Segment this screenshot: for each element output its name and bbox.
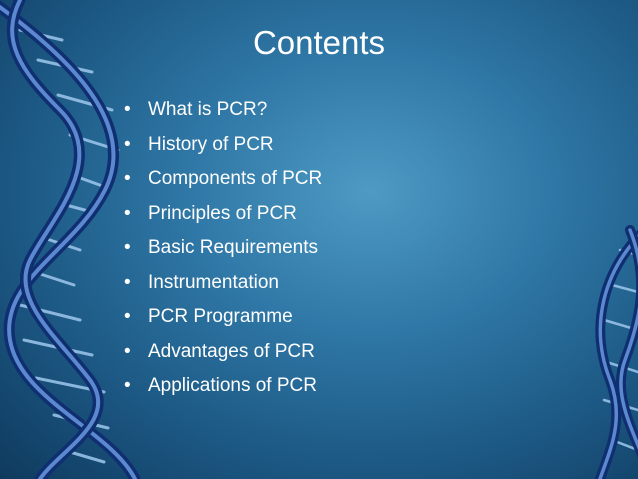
list-item: • Instrumentation	[122, 266, 322, 301]
list-item: • Principles of PCR	[122, 197, 322, 232]
list-item: • History of PCR	[122, 128, 322, 163]
list-item: • Basic Requirements	[122, 231, 322, 266]
slide-title: Contents	[252, 24, 386, 61]
list-item: • What is PCR?	[122, 93, 322, 128]
bullet-icon: •	[124, 133, 131, 155]
list-item: • Applications of PCR	[122, 369, 322, 404]
list-item-label: Applications of PCR	[148, 375, 317, 396]
bullet-icon: •	[124, 375, 131, 396]
bullet-icon: •	[124, 340, 131, 362]
list-item-label: Instrumentation	[148, 271, 279, 293]
list-item-label: Advantages of PCR	[148, 340, 315, 362]
list-item-label: Basic Requirements	[148, 237, 319, 258]
list-item-label: What is PCR?	[148, 99, 268, 120]
bullet-icon: •	[124, 168, 131, 189]
contents-list: • What is PCR? • History of PCR • Component…	[122, 93, 322, 404]
list-item-label: Components of PCR	[148, 168, 323, 189]
list-item-label: Principles of PCR	[148, 202, 297, 224]
list-item-label: PCR Programme	[148, 306, 293, 327]
list-item-label: History of PCR	[148, 133, 274, 155]
bullet-icon: •	[124, 271, 131, 293]
bullet-icon: •	[124, 99, 131, 120]
bullet-icon: •	[124, 202, 131, 224]
bullet-icon: •	[124, 237, 131, 258]
list-item: • Advantages of PCR	[122, 335, 322, 370]
bullet-icon: •	[124, 306, 131, 327]
list-item: • PCR Programme	[122, 300, 322, 335]
list-item: • Components of PCR	[122, 162, 322, 197]
